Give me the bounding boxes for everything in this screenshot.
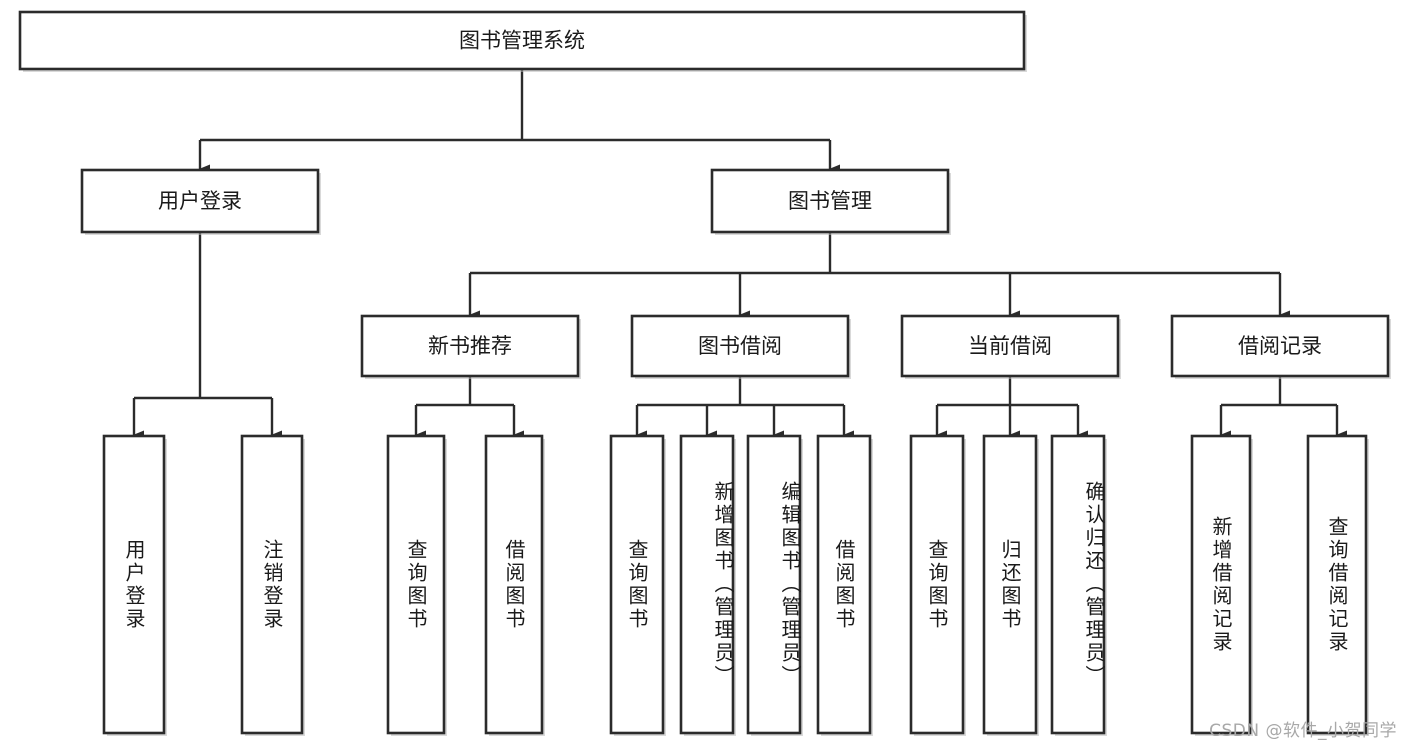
node-label-book-borrow: 图书借阅 [698, 334, 782, 358]
node-bb-edit[interactable] [746, 434, 803, 736]
csdn-watermark: CSDN @软件_小贺同学 [1209, 721, 1397, 741]
connector-edges [132, 69, 1347, 440]
node-borrow-record[interactable]: 借阅记录 [1170, 314, 1391, 379]
node-label-user-login: 用户登录 [158, 189, 242, 213]
node-book-borrow[interactable]: 图书借阅 [630, 314, 851, 379]
node-current-borrow[interactable]: 当前借阅 [900, 314, 1121, 379]
node-bb-query[interactable] [609, 434, 666, 736]
node-bb-add[interactable] [679, 434, 736, 736]
node-cb-confirm[interactable] [1050, 434, 1107, 736]
node-label-root: 图书管理系统 [459, 29, 585, 53]
node-user-login[interactable]: 用户登录 [80, 168, 321, 235]
node-br-query[interactable] [1306, 434, 1369, 736]
node-bb-borrow[interactable] [816, 434, 873, 736]
node-label-current-borrow: 当前借阅 [968, 334, 1052, 358]
node-root[interactable]: 图书管理系统 [18, 10, 1027, 72]
node-nb-borrow[interactable] [484, 434, 545, 736]
node-label-borrow-record: 借阅记录 [1238, 334, 1322, 358]
node-new-book-rec[interactable]: 新书推荐 [360, 314, 581, 379]
node-label-new-book-rec: 新书推荐 [428, 334, 512, 358]
node-label-book-manage: 图书管理 [788, 189, 872, 213]
node-leaf-user-login[interactable] [102, 434, 167, 736]
node-br-add[interactable] [1190, 434, 1253, 736]
node-leaf-user-logout[interactable] [240, 434, 305, 736]
node-cb-query[interactable] [909, 434, 966, 736]
node-nb-query[interactable] [386, 434, 447, 736]
node-book-manage[interactable]: 图书管理 [710, 168, 951, 235]
node-cb-return[interactable] [982, 434, 1039, 736]
